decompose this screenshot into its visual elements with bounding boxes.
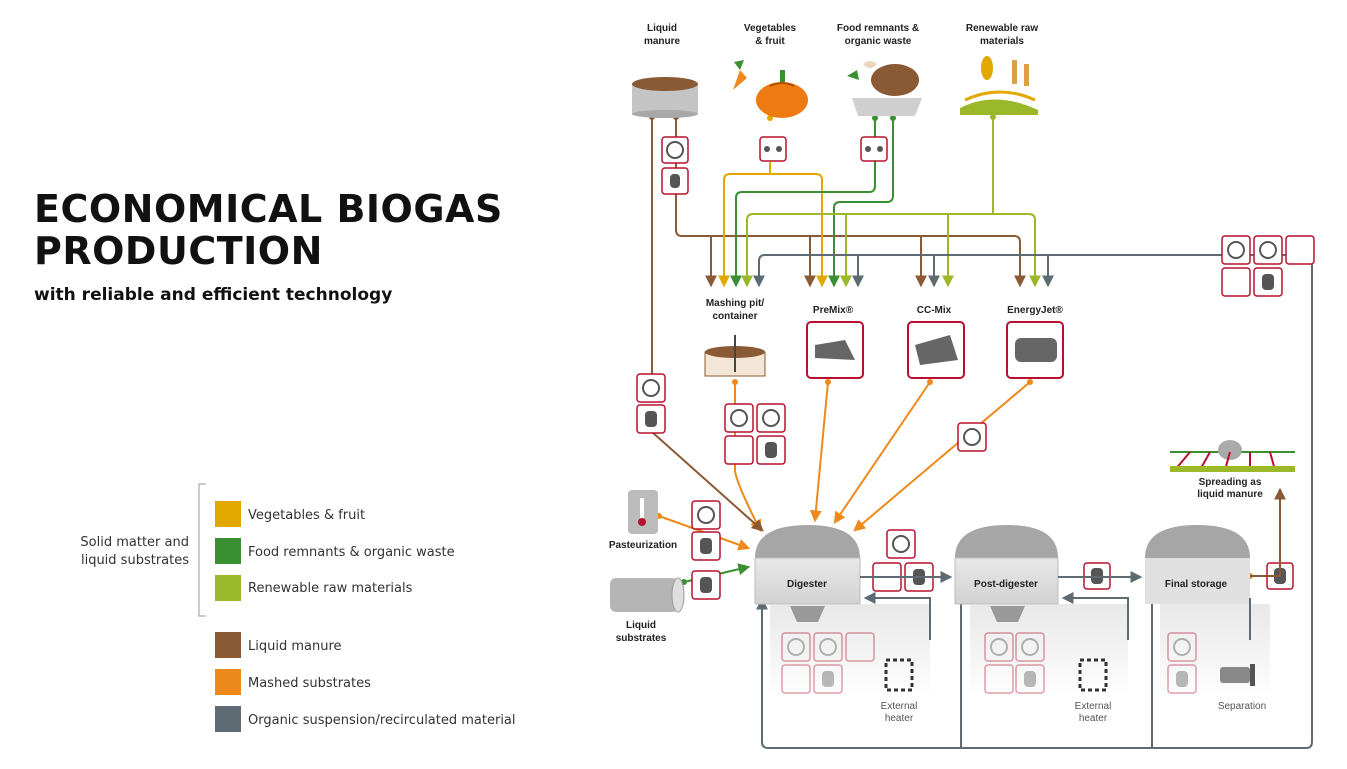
vegetables-label-1: Vegetables [744, 23, 797, 34]
legend-label-food: Food remnants & organic waste [248, 545, 455, 560]
mixer-badge [1221, 267, 1251, 297]
post-digester-outlet [990, 606, 1025, 622]
recirc-to-mashing [753, 254, 1312, 288]
spreading-label-2: liquid manure [1197, 489, 1263, 500]
title-line-2: PRODUCTION [34, 229, 323, 273]
title-line-1: ECONOMICAL BIOGAS [34, 187, 503, 231]
legend: Solid matter and liquid substrates Veget… [80, 483, 516, 732]
digester-process-box [770, 604, 930, 700]
legend-label-renewable: Renewable raw materials [248, 581, 413, 596]
spreading-label-1: Spreading as [1199, 477, 1262, 488]
mashing-label-2: container [712, 311, 757, 322]
veg-to-mashing [718, 162, 771, 288]
heater2-label-2: heater [1079, 713, 1108, 724]
liquid-manure-label-1: Liquid [647, 23, 677, 34]
page-subtitle: with reliable and efficient technology [34, 285, 393, 305]
pasteurization-icon [628, 490, 658, 534]
liquid-substrates-label-1: Liquid [626, 620, 656, 631]
grinder-badge [759, 136, 787, 162]
mashing-label-1: Mashing pit/ [706, 298, 765, 309]
mixer-badge [1285, 235, 1315, 265]
pump-badge [1221, 235, 1251, 265]
legend-label-mashed: Mashed substrates [248, 676, 371, 691]
food-label-2: organic waste [845, 36, 912, 47]
renewable-to-energyjet [993, 213, 1041, 288]
digester-label: Digester [787, 579, 827, 590]
heater1-label-2: heater [885, 713, 914, 724]
manure-tank-icon [632, 77, 698, 118]
grinder-badge [860, 136, 888, 162]
separator-icon [1220, 664, 1255, 686]
digester-outlet [790, 606, 825, 622]
post-digester-label: Post-digester [974, 579, 1038, 590]
energyjet-label: EnergyJet® [1007, 305, 1063, 316]
mashing-pit-icon [704, 335, 766, 377]
digester-tank: Digester [754, 525, 861, 605]
post-digester-tank: Post-digester [954, 525, 1059, 605]
legend-label-manure: Liquid manure [248, 639, 342, 654]
legend-swatch-vegetables [215, 501, 241, 527]
pump-badge [886, 529, 916, 559]
manure-to-digester [651, 431, 764, 532]
pump-badge [724, 403, 754, 433]
pump-badge [756, 403, 786, 433]
legend-bracket [198, 483, 206, 617]
pump-badge [1253, 235, 1283, 265]
separation-label: Separation [1218, 701, 1266, 712]
food-to-mashing [730, 118, 876, 288]
manure-main-line [675, 115, 1021, 285]
post-digester-process-box [970, 604, 1128, 700]
premix-label: PreMix® [813, 305, 854, 316]
pump-badge [636, 373, 666, 403]
final-storage-tank: Final storage [1145, 525, 1250, 604]
machine-glyphs [815, 335, 1057, 365]
pump-badge [957, 422, 987, 452]
legend-group-label-line2: liquid substrates [81, 553, 189, 568]
page-title: ECONOMICAL BIOGAS PRODUCTION [34, 188, 503, 272]
legend-label-vegetables: Vegetables & fruit [248, 508, 365, 523]
food-to-premix [828, 118, 894, 288]
veg-to-premix [770, 173, 828, 288]
final-storage-label: Final storage [1165, 579, 1228, 590]
vegetables-label-2: & fruit [755, 36, 785, 47]
vegetables-source: Vegetables & fruit [733, 23, 808, 118]
energyjet-to-digester [853, 381, 1031, 532]
food-waste-icon [847, 61, 922, 116]
legend-swatch-manure [215, 632, 241, 658]
ccmix-to-digester [833, 381, 931, 524]
feed-lines [651, 115, 1313, 749]
pumpkin-carrot-icon [733, 60, 808, 118]
renewable-label-1: Renewable raw [966, 23, 1038, 34]
tank-flow-lines [860, 571, 1251, 640]
legend-swatch-recirculated [215, 706, 241, 732]
renewable-label-2: materials [980, 36, 1024, 47]
renewable-to-mashing [741, 115, 994, 288]
spreader-icon [1170, 440, 1295, 472]
mixer-badge [724, 435, 754, 465]
crops-icon [960, 56, 1038, 115]
legend-group-label-line1: Solid matter and [80, 535, 189, 550]
pump-badge [691, 500, 721, 530]
legend-label-recirculated: Organic suspension/recirculated material [248, 713, 516, 728]
heater1-label-1: External [881, 701, 918, 712]
ccmix-label: CC-Mix [917, 305, 952, 316]
recirc-main-line [756, 262, 1313, 749]
legend-swatch-renewable [215, 575, 241, 601]
final-to-spreading [1250, 487, 1286, 577]
pasteurization-label: Pasteurization [609, 540, 677, 551]
food-label-1: Food remnants & [837, 23, 919, 34]
renewable-source: Renewable raw materials [960, 23, 1038, 115]
liquid-manure-source: Liquid manure [632, 23, 698, 118]
heater2-label-1: External [1075, 701, 1112, 712]
legend-swatch-food [215, 538, 241, 564]
premix-to-digester [809, 381, 829, 523]
liquid-manure-label-2: manure [644, 36, 681, 47]
legend-swatch-mashed [215, 669, 241, 695]
food-source: Food remnants & organic waste [837, 23, 922, 116]
pump-badge [661, 136, 689, 164]
liquid-substrates-label-2: substrates [616, 633, 667, 644]
liquid-substrate-tank-icon [610, 577, 685, 613]
